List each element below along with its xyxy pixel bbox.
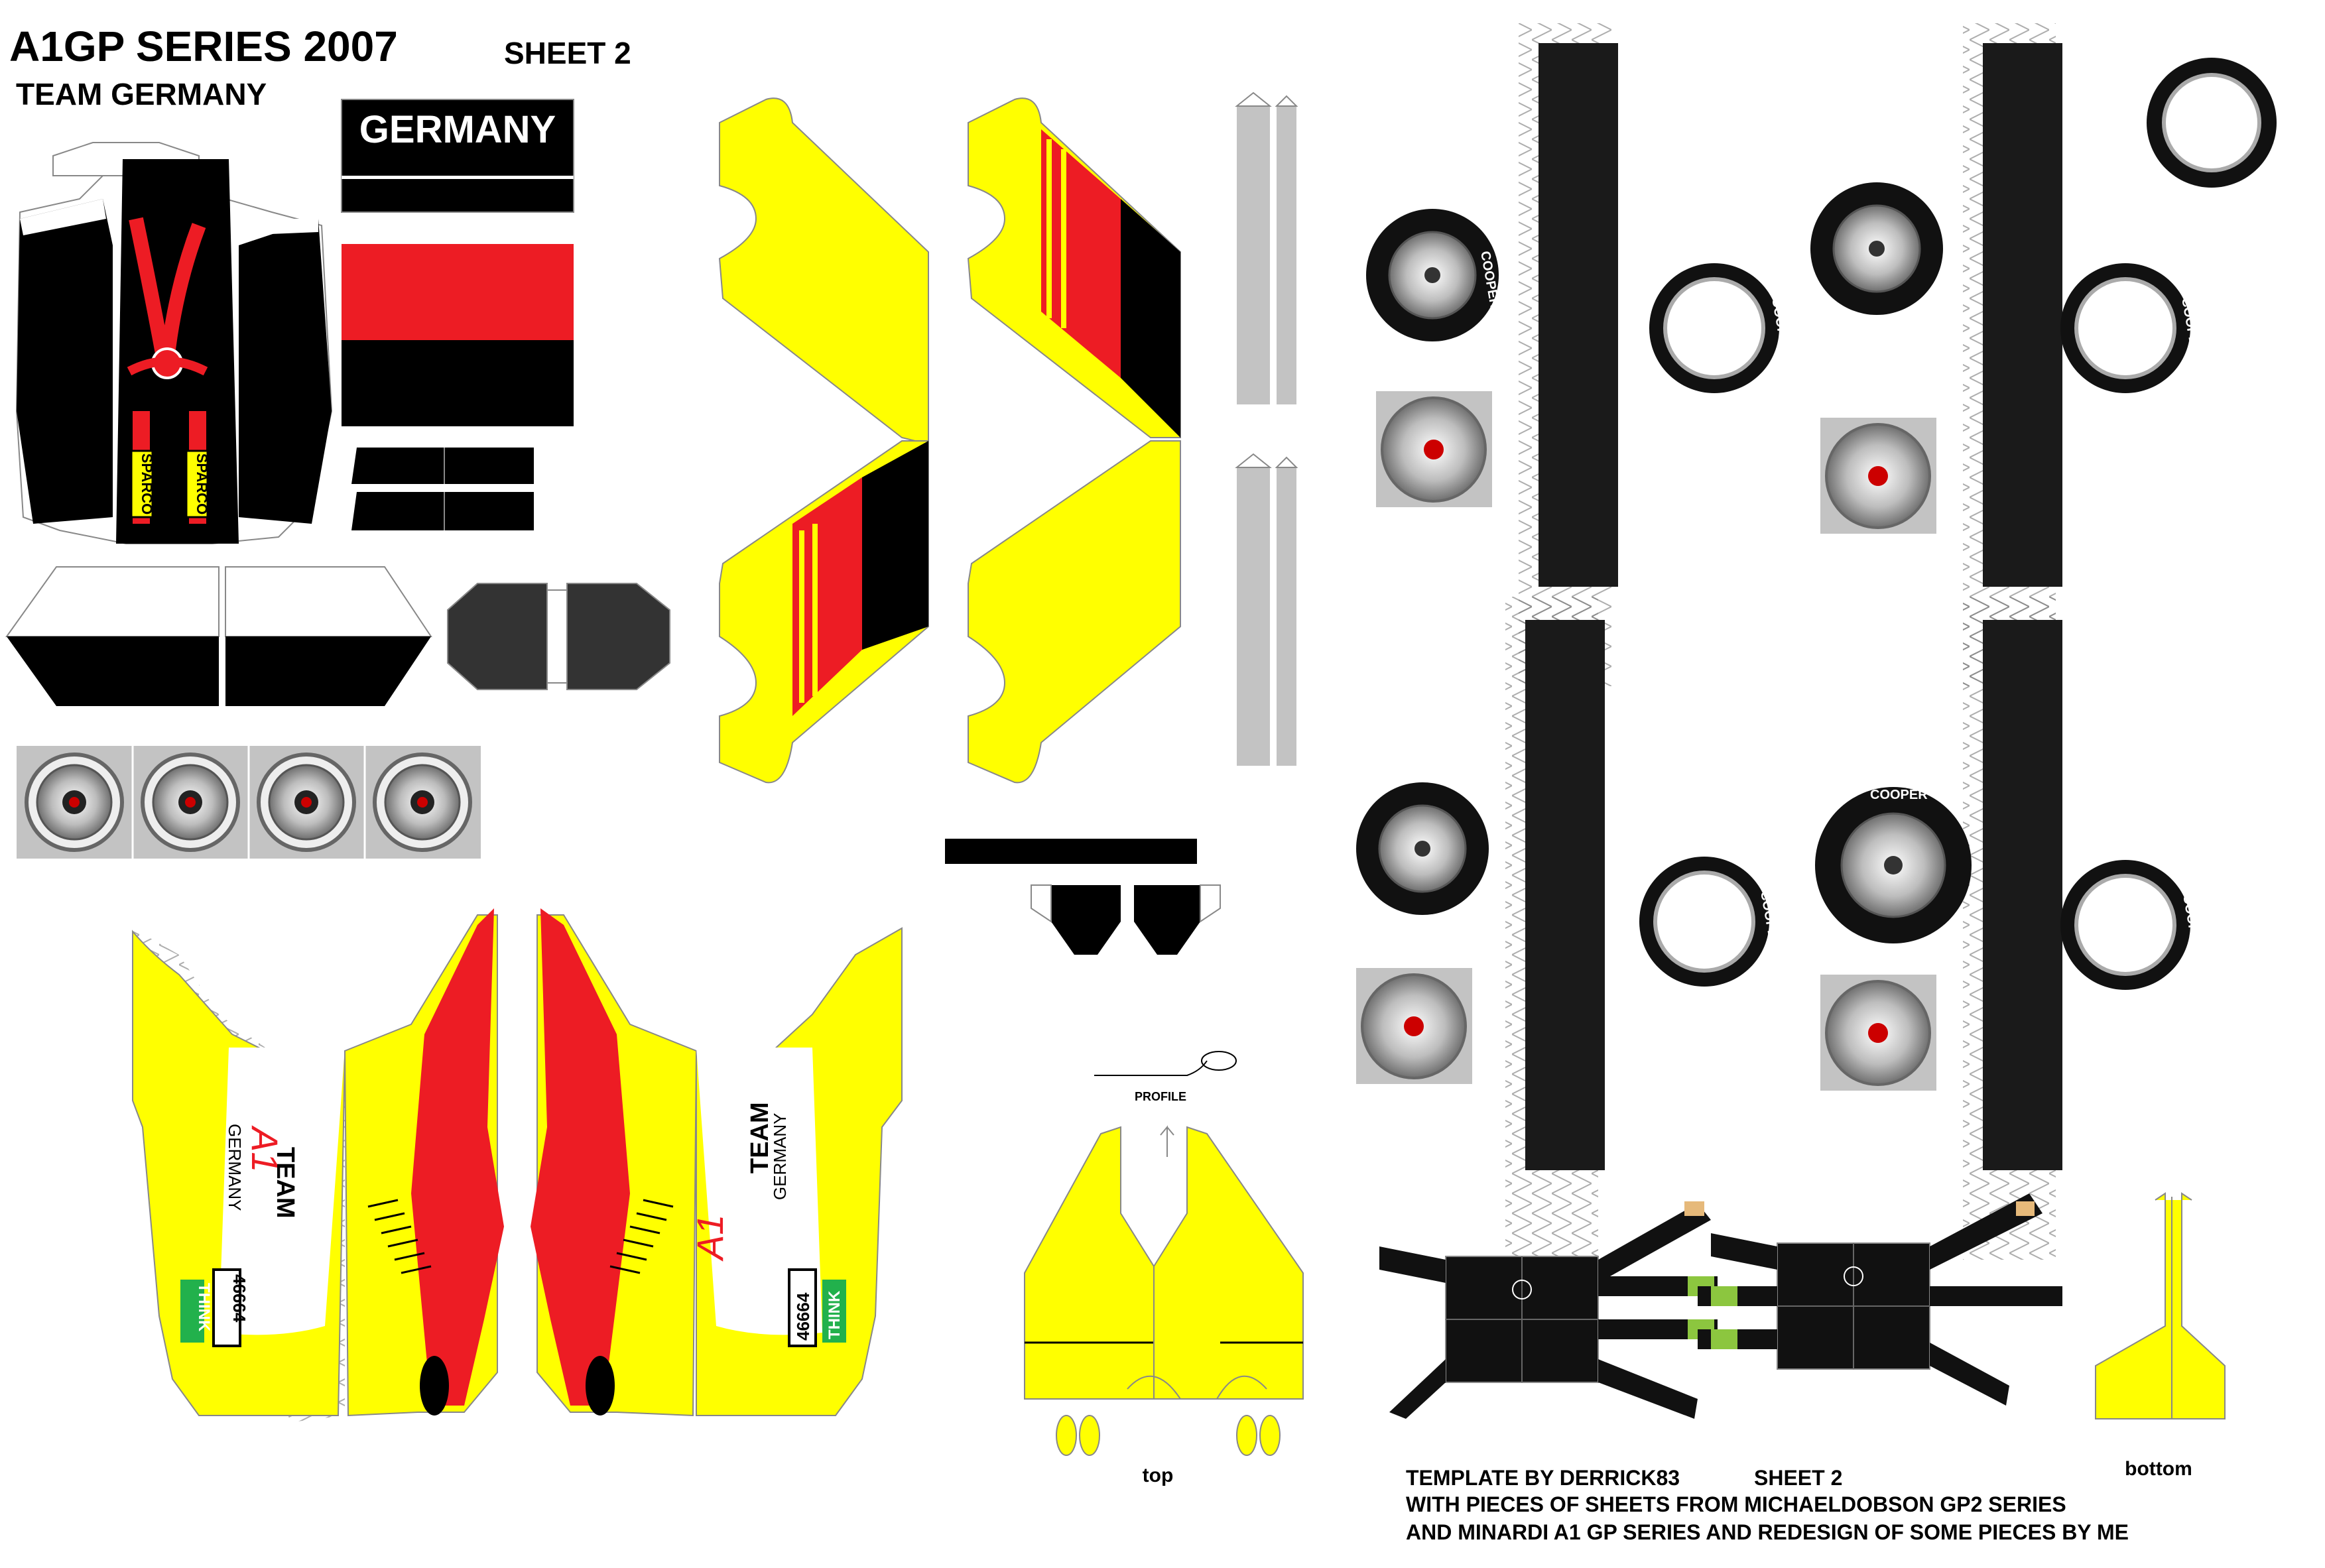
sidepod-left: A1 TEAM GERMANY THINK 46664 bbox=[132, 928, 346, 1422]
top-label: top bbox=[1143, 1465, 1174, 1486]
seatbelt-label-left: SPARCO bbox=[139, 453, 155, 515]
cockpit-piece: SPARCO SPARCO bbox=[15, 142, 333, 544]
credit-sheet: SHEET 2 bbox=[1754, 1466, 1842, 1490]
engine-cover-panel bbox=[342, 244, 574, 426]
think-sponsor-left: THINK bbox=[195, 1283, 213, 1332]
profile-label: PROFILE bbox=[1135, 1090, 1186, 1103]
hex-panels bbox=[447, 583, 670, 690]
nose-pieces bbox=[945, 839, 1221, 955]
tyre-set-4: COOPER COOPER bbox=[1815, 597, 2204, 1260]
germany-label: GERMANY bbox=[359, 108, 556, 151]
credit-line-2: WITH PIECES OF SHEETS FROM MICHAELDOBSON… bbox=[1406, 1492, 2066, 1516]
think-sponsor-bg-left bbox=[180, 1280, 204, 1343]
sidepod-inner-left bbox=[344, 908, 504, 1417]
gray-strips bbox=[1235, 91, 1298, 766]
tyre-set-3: COOPER bbox=[1356, 597, 1782, 1260]
germany-word-left: GERMANY bbox=[225, 1124, 245, 1211]
germany-word-right: GERMANY bbox=[770, 1113, 790, 1200]
number-plate-right-bg bbox=[788, 1268, 817, 1347]
number-plate-left-bg bbox=[212, 1268, 241, 1347]
team-title: TEAM GERMANY bbox=[16, 77, 267, 111]
tyre-set-1: COOPER COOPER bbox=[1366, 23, 1793, 686]
think-sponsor-right: THINK bbox=[826, 1290, 844, 1339]
rim-strip bbox=[17, 746, 481, 859]
sheet-number: SHEET 2 bbox=[504, 36, 631, 70]
team-word-left: TEAM bbox=[271, 1147, 299, 1219]
credit-line-1: TEMPLATE BY DERRICK83 bbox=[1406, 1466, 1680, 1490]
tyre-brand-5: COOPER bbox=[1870, 788, 1928, 802]
credits: TEMPLATE BY DERRICK83 SHEET 2 WITH PIECE… bbox=[1406, 1466, 2129, 1544]
team-word-right: TEAM bbox=[746, 1102, 774, 1174]
number-plate-left: 46664 bbox=[229, 1274, 249, 1323]
rear-wing-pieces bbox=[718, 97, 1181, 784]
a1-logo-left: A1 bbox=[244, 1125, 286, 1173]
seatbelt-label-right: SPARCO bbox=[194, 453, 210, 515]
credit-line-3: AND MINARDI A1 GP SERIES AND REDESIGN OF… bbox=[1406, 1520, 2129, 1544]
endplate-panels bbox=[5, 566, 432, 706]
number-plate-right: 46664 bbox=[793, 1292, 813, 1341]
suspension-rear bbox=[1698, 1193, 2062, 1406]
bottom-label: bottom bbox=[2125, 1458, 2192, 1480]
a1-logo-right: A1 bbox=[689, 1215, 731, 1262]
top-pieces: top bbox=[1024, 1126, 1304, 1486]
sidepod-right: A1 TEAM GERMANY THINK 46664 bbox=[689, 927, 903, 1416]
bottom-piece: bottom bbox=[2095, 1192, 2226, 1480]
small-panels bbox=[351, 448, 534, 530]
sidepod-inner-right bbox=[531, 908, 698, 1417]
sheet-title: A1GP SERIES 2007 bbox=[9, 23, 398, 70]
germany-panel: GERMANY bbox=[341, 99, 574, 213]
tyre-set-2: COOPER bbox=[1810, 23, 2277, 686]
think-sponsor-bg-right bbox=[822, 1280, 846, 1343]
profile-diagram: PROFILE bbox=[1094, 1051, 1237, 1157]
